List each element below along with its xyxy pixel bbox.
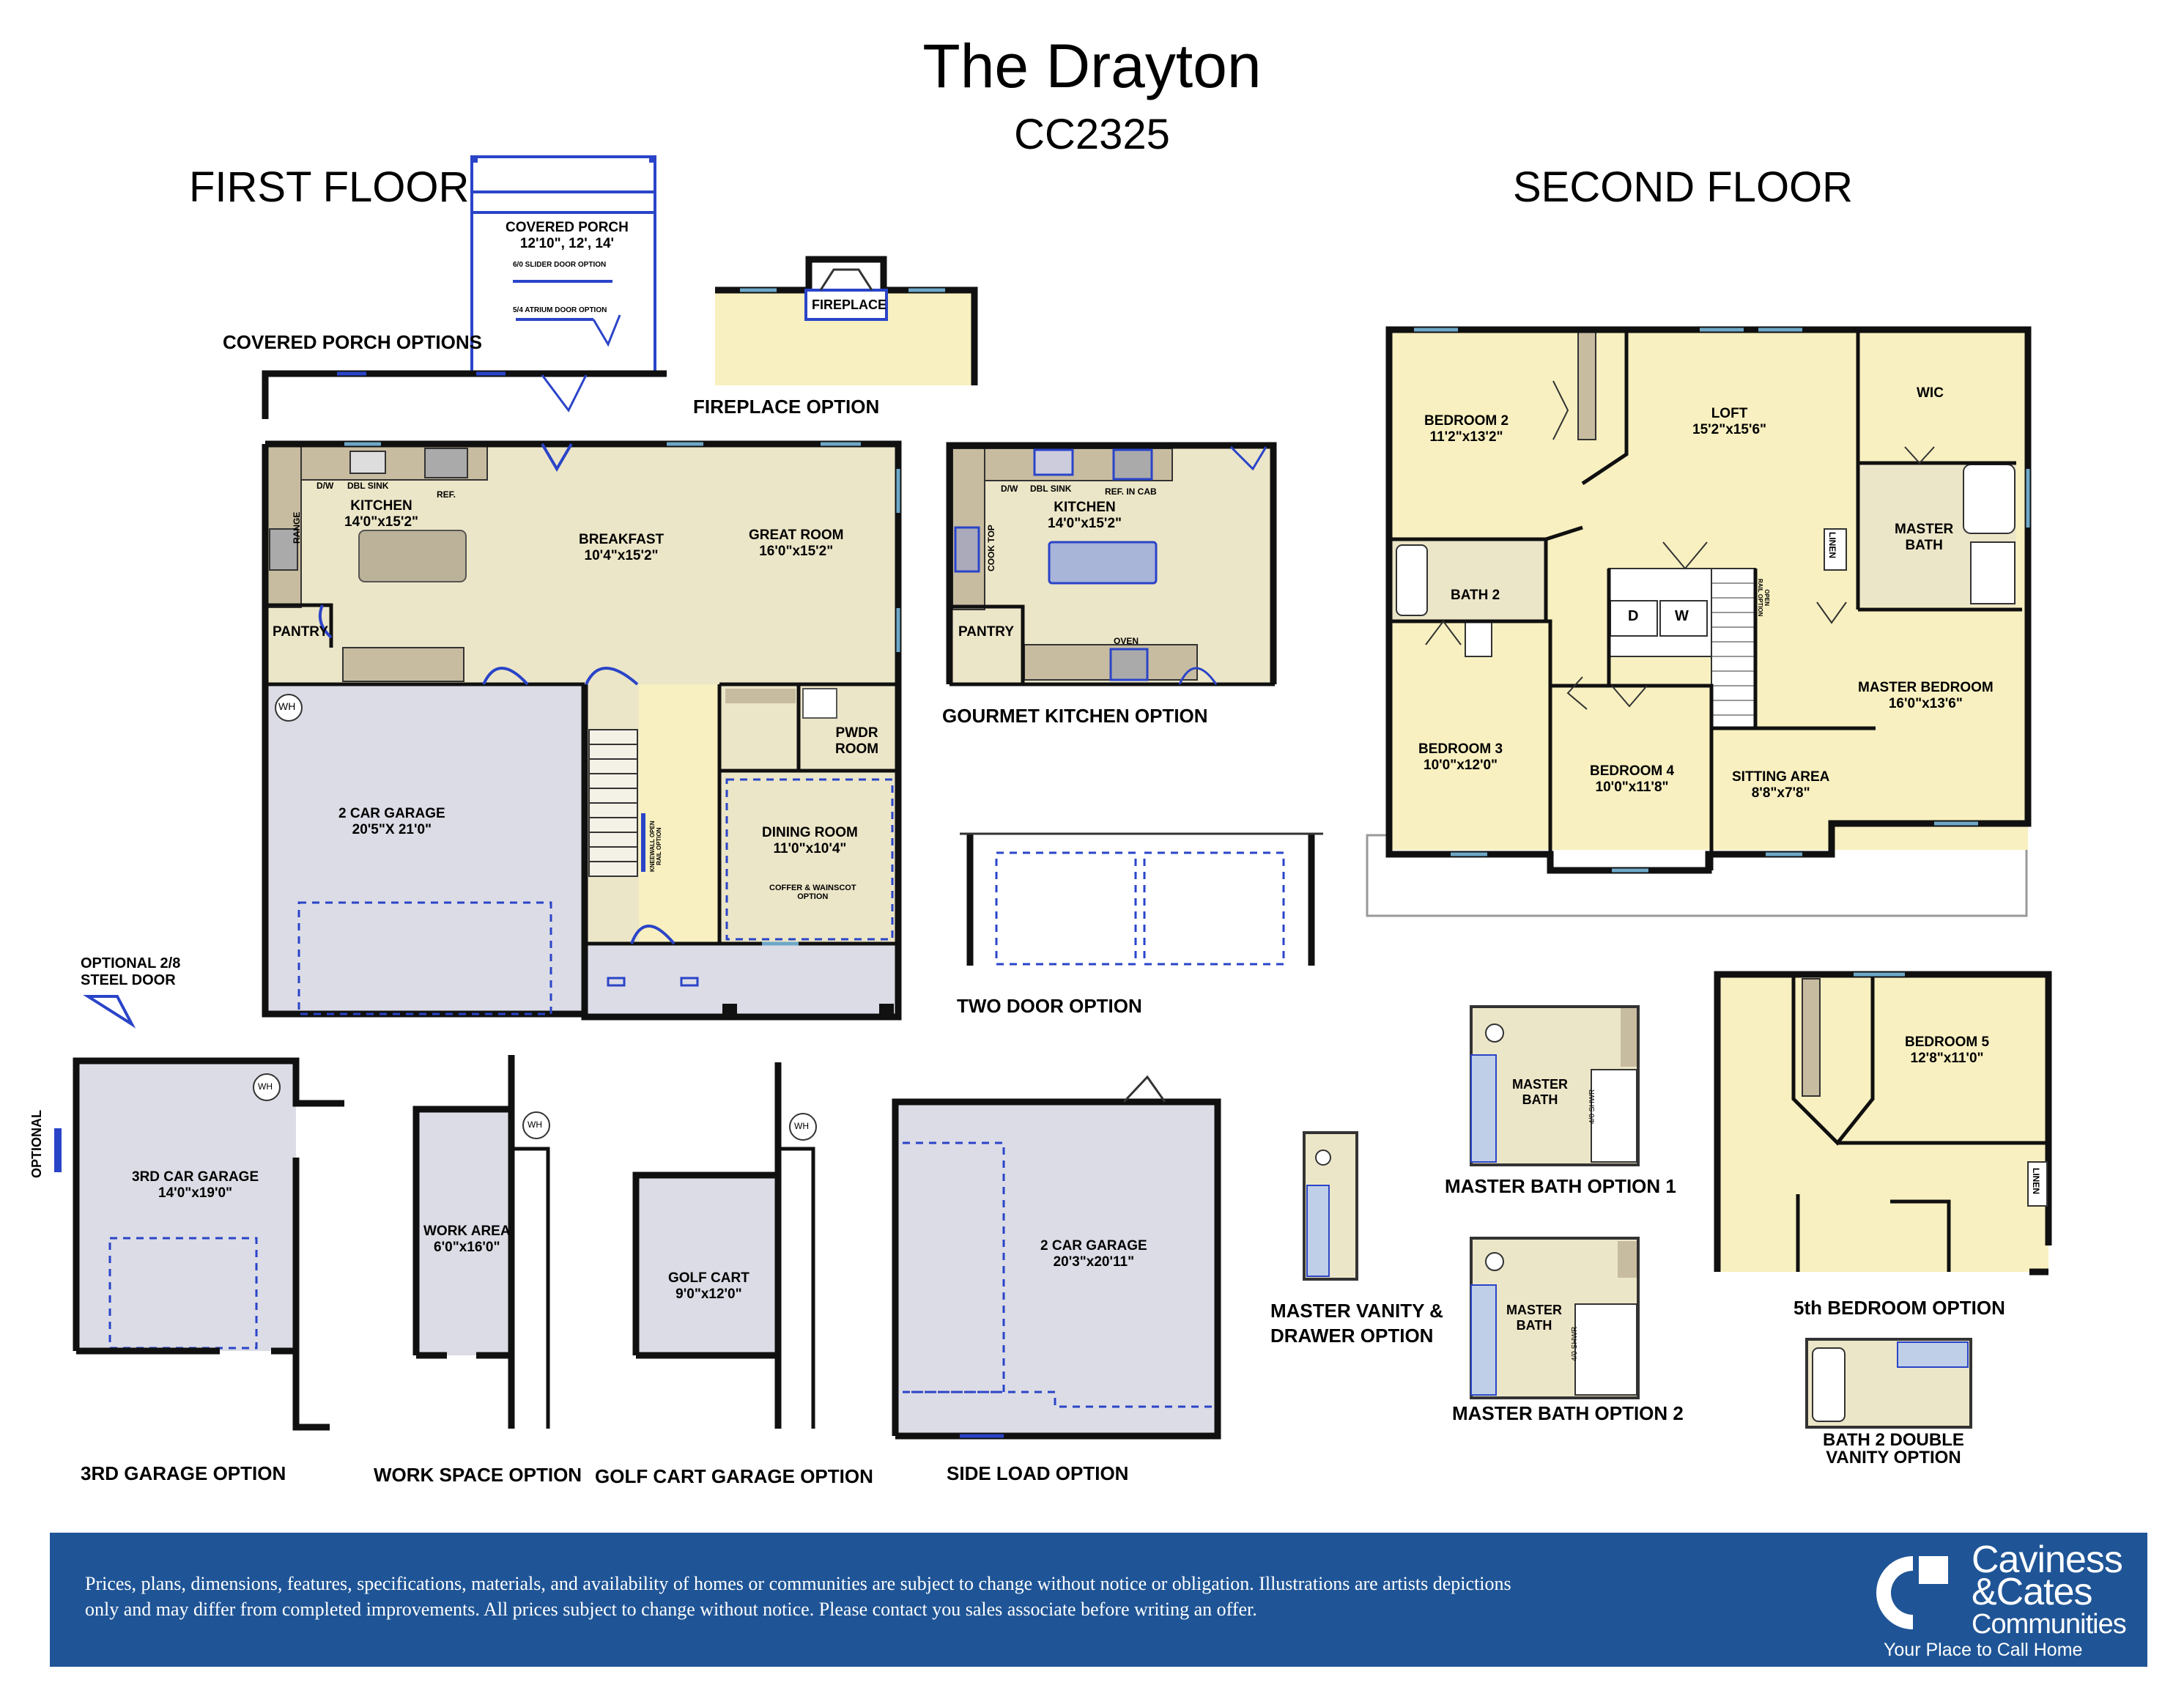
logo-line1: Caviness	[1972, 1539, 2123, 1581]
master-bath-2-caption: MASTER BATH OPTION 2	[1452, 1402, 1684, 1424]
page-title: The Drayton	[922, 32, 1262, 100]
wic-label: WIC	[1917, 385, 1944, 401]
work-space-caption: WORK SPACE OPTION	[374, 1464, 582, 1486]
dining-label: DINING ROOM 11'0"x10'4"	[762, 825, 858, 856]
master-bath-2-drawing	[1470, 1237, 1640, 1399]
second-floor-heading: SECOND FLOOR	[1513, 163, 1854, 211]
cook-top-label: COOK TOP	[986, 525, 996, 571]
dw-label: D/W	[317, 481, 334, 491]
bath2-double-caption: BATH 2 DOUBLE VANITY OPTION	[1823, 1430, 1964, 1467]
washer-dryer-w: W	[1675, 608, 1689, 624]
work-area-label: WORK AREA 6'0"x16'0"	[423, 1224, 511, 1255]
plan-code: CC2325	[1014, 111, 1170, 158]
fireplace-caption: FIREPLACE OPTION	[693, 396, 880, 418]
master-vanity-drawing	[1303, 1131, 1358, 1281]
rail-option-label: KNEEWALL OPEN RAIL OPTION	[649, 821, 662, 872]
bedroom5-linen: LINEN	[2031, 1168, 2041, 1194]
gourmet-dbl-sink-label: DBL SINK	[1030, 484, 1072, 494]
golf-cart-caption: GOLF CART GARAGE OPTION	[595, 1465, 873, 1487]
bedroom5-drawing	[1714, 971, 2052, 1276]
master-vanity-caption: MASTER VANITY & DRAWER OPTION	[1270, 1300, 1443, 1347]
side-load-drawing	[892, 1075, 1221, 1440]
covered-porch-drawing	[262, 155, 667, 419]
company-logo[interactable]: Caviness &Cates Communities Your Place t…	[1862, 1539, 2127, 1663]
loft-label: LOFT 15'2"x15'6"	[1692, 406, 1767, 437]
master-bath-1-shower: 4/0 SHWR	[1588, 1089, 1596, 1124]
third-garage-caption: 3RD GARAGE OPTION	[81, 1462, 286, 1484]
master-bedroom-label: MASTER BEDROOM 16'0"x13'6"	[1858, 680, 1994, 711]
golf-cart-wh: WH	[794, 1121, 809, 1131]
bedroom4-label: BEDROOM 4 10'0"x11'8"	[1590, 763, 1675, 795]
logo-line3: Communities	[1972, 1609, 2127, 1640]
master-bath-2-shower: 4/0 SHWR	[1571, 1326, 1579, 1361]
atrium-door-label: 5/4 ATRIUM DOOR OPTION	[513, 306, 607, 314]
steel-door-icon	[83, 995, 136, 1029]
linen-label: LINEN	[1827, 532, 1837, 558]
optional-door-label: OPTIONAL	[29, 1110, 44, 1178]
fireplace-drawing	[715, 256, 978, 385]
bath2-label: BATH 2	[1451, 588, 1500, 603]
master-bath-2-label: MASTER BATH	[1506, 1303, 1562, 1333]
gourmet-ref-label: REF. IN CAB	[1105, 486, 1157, 497]
third-garage-wh: WH	[258, 1081, 273, 1092]
water-heater-label: WH	[278, 700, 296, 712]
covered-porch-caption: COVERED PORCH OPTIONS	[223, 331, 482, 353]
logo-mark-icon	[1876, 1556, 1948, 1629]
oven-label: OVEN	[1114, 636, 1139, 646]
kitchen-label: KITCHEN 14'0"x15'2"	[344, 498, 419, 530]
pantry-label: PANTRY	[273, 624, 328, 640]
dbl-sink-label: DBL SINK	[347, 481, 389, 491]
gourmet-kitchen-caption: GOURMET KITCHEN OPTION	[942, 705, 1208, 727]
garage-label: 2 CAR GARAGE 20'5"X 21'0"	[338, 806, 445, 837]
pwdr-label: PWDR ROOM	[835, 725, 879, 757]
range-label: RANGE	[292, 511, 302, 544]
side-load-label: 2 CAR GARAGE 20'3"x20'11"	[1040, 1238, 1147, 1270]
master-bath-label: MASTER BATH	[1895, 522, 1954, 553]
third-garage-label: 3RD CAR GARAGE 14'0"x19'0"	[132, 1169, 259, 1201]
washer-dryer-d: D	[1628, 608, 1639, 624]
great-room-label: GREAT ROOM 16'0"x15'2"	[749, 528, 844, 559]
ref-label: REF.	[437, 489, 456, 500]
logo-tagline: Your Place to Call Home	[1884, 1640, 2083, 1660]
golf-cart-label: GOLF CART 9'0"x12'0"	[668, 1270, 749, 1302]
bedroom5-label: BEDROOM 5 12'8"x11'0"	[1905, 1034, 1990, 1066]
disclaimer-text: Prices, plans, dimensions, features, spe…	[85, 1573, 1511, 1620]
master-bath-1-label: MASTER BATH	[1512, 1077, 1568, 1107]
slider-door-label: 6/0 SLIDER DOOR OPTION	[513, 261, 607, 269]
gourmet-kitchen-drawing	[946, 442, 1277, 686]
sitting-area-label: SITTING AREA 8'8"x7'8"	[1732, 769, 1830, 801]
bedroom2-label: BEDROOM 2 11'2"x13'2"	[1424, 413, 1509, 445]
master-bath-1-caption: MASTER BATH OPTION 1	[1445, 1175, 1676, 1197]
first-floor-plan	[262, 440, 902, 1021]
steel-door-caption: OPTIONAL 2/8 STEEL DOOR	[81, 955, 181, 988]
golf-cart-drawing	[632, 1062, 817, 1429]
gourmet-kitchen-label: KITCHEN 14'0"x15'2"	[1048, 500, 1122, 531]
footer-banner: Prices, plans, dimensions, features, spe…	[50, 1533, 2147, 1667]
gourmet-dw-label: D/W	[1001, 484, 1018, 494]
second-floor-plan	[1366, 326, 2032, 917]
fireplace-label: FIREPLACE	[812, 297, 887, 312]
bedroom5-caption: 5th BEDROOM OPTION	[1794, 1297, 2005, 1319]
logo-line2: &Cates	[1972, 1571, 2093, 1613]
bath2-double-drawing	[1805, 1338, 1972, 1429]
two-door-caption: TWO DOOR OPTION	[957, 995, 1142, 1017]
gourmet-pantry-label: PANTRY	[958, 624, 1014, 640]
open-rail-label: OPEN RAIL OPTION	[1757, 579, 1770, 617]
master-bath-1-drawing	[1470, 1005, 1640, 1166]
bedroom3-label: BEDROOM 3 10'0"x12'0"	[1418, 741, 1503, 773]
two-door-drawing	[960, 832, 1323, 966]
first-floor-heading: FIRST FLOOR	[189, 163, 470, 211]
work-space-wh: WH	[528, 1119, 542, 1130]
coffer-label: COFFER & WAINSCOT OPTION	[769, 884, 856, 901]
covered-porch-label: COVERED PORCH 12'10", 12', 14'	[506, 220, 629, 251]
side-load-caption: SIDE LOAD OPTION	[947, 1462, 1129, 1484]
breakfast-label: BREAKFAST 10'4"x15'2"	[579, 532, 665, 563]
work-space-drawing	[412, 1055, 550, 1429]
third-garage-drawing	[54, 1057, 344, 1431]
